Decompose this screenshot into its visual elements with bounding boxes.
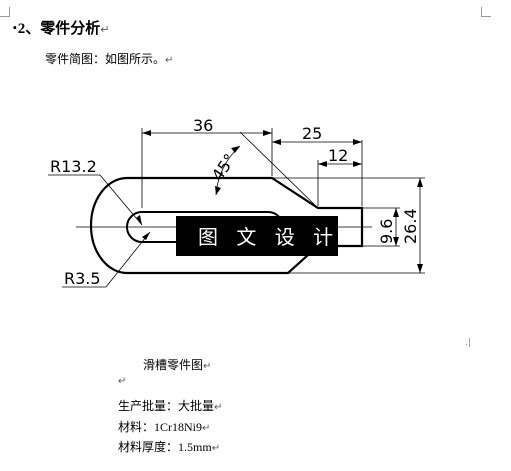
arrowhead (272, 139, 281, 145)
arrowhead (417, 178, 423, 187)
page-corner-top-right (481, 7, 491, 17)
paragraph-mark: ↵ (100, 23, 110, 36)
arrowhead (318, 161, 327, 167)
paragraph-mark: ↵ (202, 423, 211, 434)
info-line-thickness: 材料厚度：1.5mm↵ (118, 438, 220, 455)
caption-text: 滑槽零件图 (143, 358, 204, 372)
page-corner-top-left (0, 7, 10, 17)
info-value: 大批量 (178, 399, 215, 413)
leader-r13-2 (99, 174, 143, 226)
arrowhead (142, 130, 151, 136)
part-outline (89, 176, 364, 275)
arrowhead (393, 208, 399, 217)
info-value: 1.5mm (178, 440, 212, 454)
dimension-label-36: 36 (193, 116, 213, 135)
watermark-text: 图 文 设 计 (198, 225, 339, 249)
leader-r3-5 (105, 231, 151, 288)
info-value: 1Cr18Ni9 (154, 420, 203, 434)
empty-paragraph-mark: ↵ (118, 376, 127, 387)
info-label: 材料厚度： (118, 440, 179, 454)
arrowhead (142, 232, 150, 240)
intro-line: 零件简图：如图所示。↵ (45, 50, 173, 67)
section-heading: ·2、零件分析↵ (12, 17, 109, 38)
figure-caption: 滑槽零件图↵ (143, 356, 211, 373)
info-label: 材料： (118, 420, 155, 434)
info-label: 生产批量： (118, 399, 179, 413)
heading-number: 2 (17, 21, 26, 37)
heading-bullet: · (12, 19, 18, 37)
dimension-label-12: 12 (328, 146, 348, 165)
heading-separator: 、 (25, 19, 41, 37)
heading-title: 零件分析 (40, 19, 101, 37)
arrowhead (417, 264, 423, 273)
dimension-label-26-4: 26.4 (401, 208, 420, 244)
watermark-box (176, 216, 338, 256)
arrowhead (231, 146, 240, 153)
dimension-label-r3-5: R3.5 (64, 269, 101, 288)
intro-text: 零件简图：如图所示。 (45, 52, 166, 66)
paragraph-mark: ↵ (165, 55, 174, 66)
dimension-label-angle: 45° (208, 150, 240, 184)
small-paragraph-mark: .| (465, 338, 471, 348)
arrowhead (263, 130, 272, 136)
arrowhead (215, 186, 221, 195)
arrowhead (393, 237, 399, 246)
dimension-label-9-6: 9.6 (377, 219, 396, 244)
paragraph-mark: ↵ (214, 402, 223, 413)
angle-extension-line (239, 131, 319, 209)
arrowhead (136, 215, 142, 225)
dimension-label-25: 25 (302, 124, 322, 143)
paragraph-mark: ↵ (211, 443, 221, 454)
arrowhead (353, 139, 362, 145)
info-line-material: 材料：1Cr18Ni9↵ (118, 418, 210, 435)
arrowhead (353, 161, 362, 167)
dimension-label-r13-2: R13.2 (50, 157, 97, 176)
info-line-batch: 生产批量：大批量↵ (118, 397, 222, 414)
paragraph-mark: ↵ (203, 361, 212, 372)
